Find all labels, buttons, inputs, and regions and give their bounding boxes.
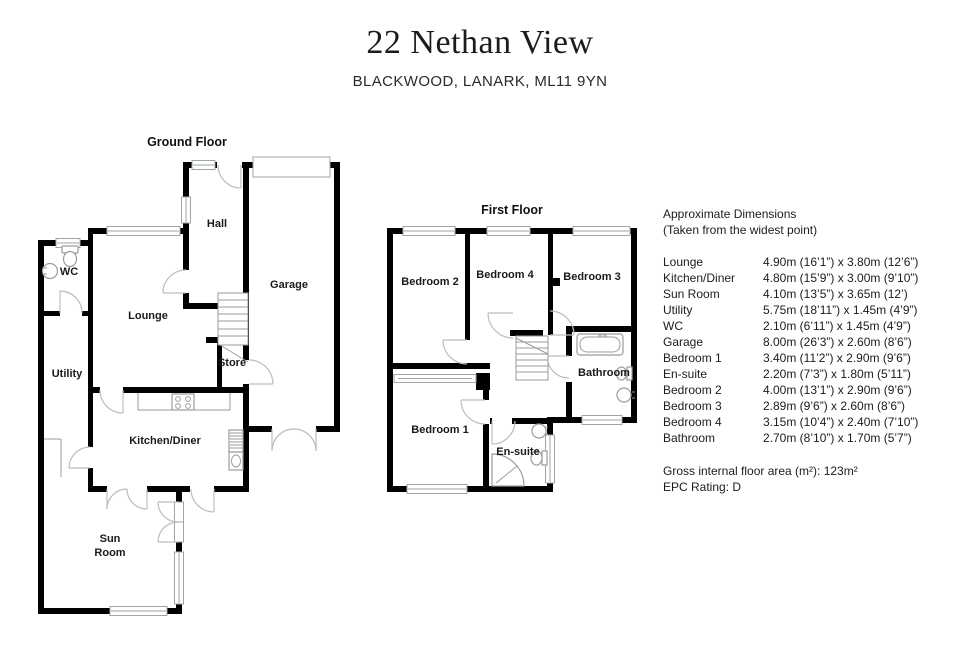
first-floor-windows	[393, 226, 631, 494]
dimension-size: 2.70m (8’10”) x 1.70m (5’7”)	[763, 431, 912, 445]
dimension-size: 2.89m (9’6”) x 2.60m (8’6”)	[763, 399, 906, 413]
dimension-room: Kitchen/Diner	[663, 271, 736, 285]
room-label-utility: Utility	[52, 368, 83, 380]
bathroom-fixtures	[576, 333, 635, 403]
first-floor-plan: First Floor Bedroom 2 Bedroom 4 Bedroom …	[387, 203, 637, 494]
bath-icon	[576, 333, 624, 356]
room-label-sun-room-1: Sun	[100, 533, 121, 545]
dimension-room: Bathroom	[663, 431, 716, 445]
room-label-bedroom1: Bedroom 1	[411, 424, 468, 436]
dimension-row: Utility 5.75m (18’11”) x 1.45m (4’9”)	[663, 302, 955, 318]
room-label-bedroom2: Bedroom 2	[401, 276, 458, 288]
room-label-bedroom4: Bedroom 4	[476, 269, 534, 281]
floor-area-note: Gross internal floor area (m²): 123m²	[663, 464, 858, 478]
dimensions-heading-line2: (Taken from the widest point)	[663, 223, 818, 237]
dimension-row: WC 2.10m (6’11”) x 1.45m (4’9”)	[663, 318, 955, 334]
stairs	[217, 292, 249, 363]
dimension-size: 2.20m (7’3”) x 1.80m (5’11”)	[763, 367, 911, 381]
ground-floor-title: Ground Floor	[147, 135, 227, 149]
dimension-size: 3.40m (11’2”) x 2.90m (9’6”)	[763, 351, 911, 365]
sink-icon	[616, 387, 632, 403]
dimension-size: 4.00m (13’1”) x 2.90m (9’6”)	[763, 383, 912, 397]
dimension-size: 2.10m (6’11”) x 1.45m (4’9”)	[763, 319, 911, 333]
ground-floor-windows	[55, 156, 331, 616]
dimension-size: 3.15m (10’4”) x 2.40m (7’10”)	[763, 415, 919, 429]
dimension-room: Utility	[663, 303, 693, 317]
dimensions-panel: Approximate Dimensions (Taken from the w…	[663, 206, 955, 495]
dimension-room: En-suite	[663, 367, 708, 381]
utility-worktop	[44, 438, 62, 477]
dimensions-list: Lounge 4.90m (16’1”) x 3.80m (12’6”) Kitc…	[663, 254, 955, 446]
dimension-row: Bedroom 1 3.40m (11’2”) x 2.90m (9’6”)	[663, 350, 955, 366]
dimension-room: Bedroom 2	[663, 383, 722, 397]
ground-floor-plan: Ground Floor Hall Garage WC Lounge Utili…	[38, 135, 340, 616]
room-label-wc: WC	[60, 266, 78, 278]
dimension-size: 4.10m (13’5”) x 3.65m (12’)	[763, 287, 908, 301]
dimension-room: Bedroom 4	[663, 415, 722, 429]
dimensions-heading: Approximate Dimensions (Taken from the w…	[663, 206, 955, 238]
dimensions-heading-line1: Approximate Dimensions	[663, 207, 797, 221]
room-label-bedroom3: Bedroom 3	[563, 271, 620, 283]
sink-icon	[41, 262, 59, 280]
dimension-size: 4.80m (15’9”) x 3.00m (9’10”)	[763, 271, 919, 285]
dimension-row: Lounge 4.90m (16’1”) x 3.80m (12’6”)	[663, 254, 955, 270]
page-title: 22 Nethan View	[366, 24, 594, 61]
dimension-row: Bedroom 4 3.15m (10’4”) x 2.40m (7’10”)	[663, 414, 955, 430]
toilet-icon	[541, 450, 548, 466]
kitchen-fixtures	[44, 393, 244, 477]
dimension-row: Kitchen/Diner 4.80m (15’9”) x 3.00m (9’10…	[663, 270, 955, 286]
dimensions-footer: Gross internal floor area (m²): 123m² EP…	[663, 463, 955, 495]
hob-icon	[171, 393, 195, 411]
ground-floor-labels: Ground Floor Hall Garage WC Lounge Utili…	[52, 135, 308, 559]
room-label-kitchen: Kitchen/Diner	[129, 435, 201, 447]
dimension-room: Sun Room	[663, 287, 720, 301]
epc-rating-note: EPC Rating: D	[663, 480, 742, 494]
property-address: BLACKWOOD, LANARK, ML11 9YN	[352, 73, 608, 90]
room-label-hall: Hall	[207, 218, 227, 230]
first-floor-doors	[442, 310, 575, 445]
dimension-room: Bedroom 1	[663, 351, 722, 365]
first-floor-labels: First Floor Bedroom 2 Bedroom 4 Bedroom …	[401, 203, 630, 458]
stairs	[515, 335, 549, 381]
wc-fixtures	[41, 245, 79, 280]
first-floor-title: First Floor	[481, 203, 543, 217]
dimension-room: WC	[663, 319, 683, 333]
dimension-row: Garage 8.00m (26’3”) x 2.60m (8’6”)	[663, 334, 955, 350]
sink-icon	[531, 423, 547, 439]
ground-floor-doors	[59, 164, 317, 543]
first-floor-door-gaps	[482, 356, 573, 425]
dimension-size: 8.00m (26’3”) x 2.60m (8’6”)	[763, 335, 912, 349]
dimension-row: Bedroom 3 2.89m (9’6”) x 2.60m (8’6”)	[663, 398, 955, 414]
dimension-size: 4.90m (16’1”) x 3.80m (12’6”)	[763, 255, 919, 269]
room-label-ensuite: En-suite	[496, 446, 539, 458]
room-label-garage: Garage	[270, 279, 308, 291]
dimension-room: Bedroom 3	[663, 399, 722, 413]
dimension-row: Sun Room 4.10m (13’5”) x 3.65m (12’)	[663, 286, 955, 302]
room-label-store: Store	[218, 357, 246, 369]
dimension-row: Bathroom 2.70m (8’10”) x 1.70m (5’7”)	[663, 430, 955, 446]
dimension-size: 5.75m (18’11”) x 1.45m (4’9”)	[763, 303, 918, 317]
room-label-bathroom: Bathroom	[578, 367, 630, 379]
dimension-room: Lounge	[663, 255, 704, 269]
dimension-row: Bedroom 2 4.00m (13’1”) x 2.90m (9’6”)	[663, 382, 955, 398]
dimension-row: En-suite 2.20m (7’3”) x 1.80m (5’11”)	[663, 366, 955, 382]
room-label-lounge: Lounge	[128, 310, 168, 322]
shower-icon	[491, 453, 525, 487]
ensuite-fixtures	[491, 423, 548, 487]
header: 22 Nethan View BLACKWOOD, LANARK, ML11 9…	[0, 24, 960, 90]
dimension-room: Garage	[663, 335, 704, 349]
room-label-sun-room-2: Room	[94, 547, 125, 559]
ground-floor-walls	[38, 162, 340, 614]
